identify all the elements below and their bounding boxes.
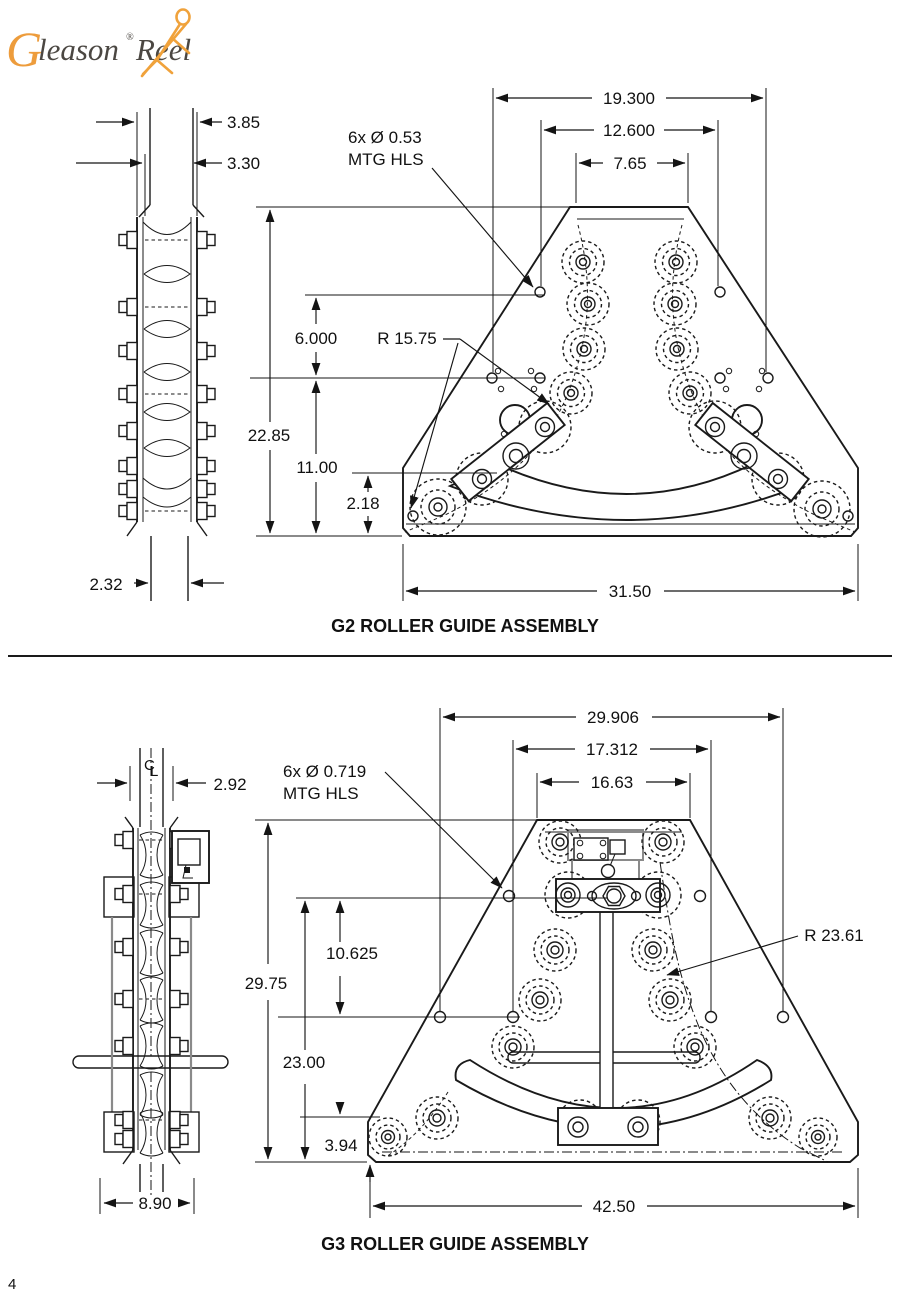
g2-mtg-holes-label-line1: 6x Ø 0.53 xyxy=(348,128,422,147)
page-number: 4 xyxy=(8,1276,16,1293)
g3-roller-bar xyxy=(544,871,682,919)
g3-top-plate-assembly xyxy=(573,837,626,879)
g2-title: G2 ROLLER GUIDE ASSEMBLY xyxy=(331,616,599,636)
g3-dim-base-width: 42.50 xyxy=(593,1197,636,1216)
g2-dim-width-mid: 12.600 xyxy=(603,121,655,140)
g2-radius-label: R 15.75 xyxy=(377,329,437,348)
g3-center-shaft xyxy=(599,911,614,1111)
g2-roller-arm-right xyxy=(693,401,811,503)
g2-dim-side-inner: 3.30 xyxy=(227,154,260,173)
g2-dim-width-overall: 19.300 xyxy=(603,89,655,108)
gleason-reel-logo: G leason ® Reel xyxy=(6,8,191,78)
g2-mtg-holes-label-line2: MTG HLS xyxy=(348,150,424,169)
g3-main-view xyxy=(367,819,859,1163)
g2-dim-hole-offset: 6.000 xyxy=(295,329,338,348)
g2-dim-height-mid: 11.00 xyxy=(296,458,337,477)
g3-dim-height-mid: 23.00 xyxy=(283,1053,326,1072)
g2-roller-arm-left xyxy=(449,401,567,503)
g3-dim-hole-offset: 10.625 xyxy=(326,944,378,963)
logo-figure-icon xyxy=(140,8,191,78)
g3-dim-base-height: 3.94 xyxy=(324,1136,357,1155)
g2-side-view xyxy=(118,108,216,601)
g3-dim-height-overall: 29.75 xyxy=(245,974,288,993)
g3-cable-path-left xyxy=(385,1091,449,1158)
g3-title: G3 ROLLER GUIDE ASSEMBLY xyxy=(321,1234,589,1254)
g2-dim-side-gap: 2.32 xyxy=(89,575,122,594)
g2-main-view xyxy=(402,206,859,538)
g3-sensor-box xyxy=(171,830,210,884)
g3-cable-path-right xyxy=(659,861,829,1163)
logo-leason-text: leason xyxy=(38,32,119,67)
g2-dimensions: 19.300 12.600 7.65 3.85 3.30 6.000 22.85… xyxy=(76,88,859,601)
logo-registered-mark: ® xyxy=(126,32,134,43)
g3-dim-width-overall: 29.906 xyxy=(587,708,639,727)
logo-letter-g: G xyxy=(6,21,42,77)
g2-dim-base-height: 2.18 xyxy=(346,494,379,513)
g3-dim-width-mid: 17.312 xyxy=(586,740,638,759)
g2-dim-width-top: 7.65 xyxy=(613,154,646,173)
g2-dim-side-outer: 3.85 xyxy=(227,113,260,132)
g3-centerline-symbol-l: L xyxy=(150,763,158,780)
g3-mtg-holes-label-line2: MTG HLS xyxy=(283,784,359,803)
g3-mtg-holes-label-line1: 6x Ø 0.719 xyxy=(283,762,366,781)
g3-side-view: C L xyxy=(72,748,229,1198)
g3-radius-label: R 23.61 xyxy=(804,926,864,945)
g3-bottom-bracket xyxy=(557,1099,661,1146)
g2-dim-height-overall: 22.85 xyxy=(248,426,291,445)
g3-centerline-symbol-c: C xyxy=(144,757,155,774)
g3-dim-side-base: 8.90 xyxy=(138,1194,171,1213)
g3-dim-width-top: 16.63 xyxy=(591,773,634,792)
g3-dim-side-width: 2.92 xyxy=(213,775,246,794)
g3-dimensions: 29.906 17.312 16.63 2.92 10.625 29.75 23… xyxy=(97,708,864,1218)
g2-dim-base-width: 31.50 xyxy=(609,582,652,601)
